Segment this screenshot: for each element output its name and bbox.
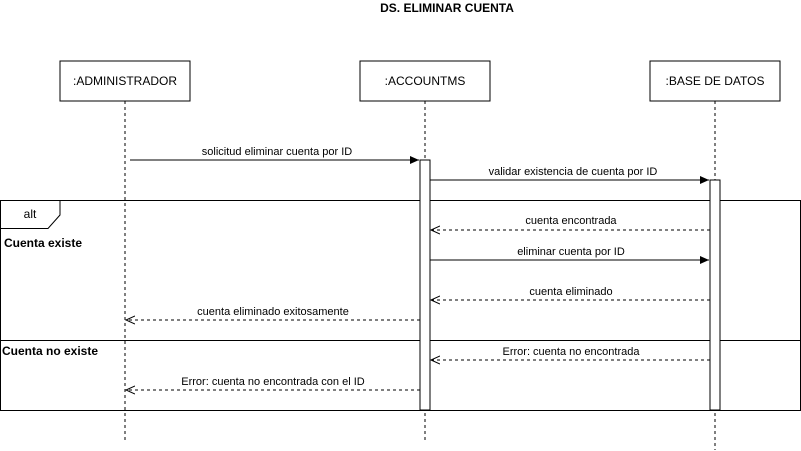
- message-eliminado-exitosamente: cuenta eliminado exitosamente: [126, 306, 420, 320]
- message-label: solicitud eliminar cuenta por ID: [202, 146, 352, 158]
- message-error-no-encontrada: Error: cuenta no encontrada: [431, 346, 710, 360]
- message-label: cuenta eliminado exitosamente: [197, 306, 349, 318]
- guard-cuenta-no-existe: Cuenta no existe: [2, 344, 98, 358]
- message-validar-existencia: validar existencia de cuenta por ID: [430, 166, 709, 184]
- message-label: eliminar cuenta por ID: [517, 246, 625, 258]
- message-error-no-encontrada-id: Error: cuenta no encontrada con el ID: [126, 376, 420, 390]
- message-label: cuenta encontrada: [525, 215, 617, 227]
- alt-fragment: alt Cuenta existe Cuenta no existe: [0, 200, 801, 411]
- alt-operator-label: alt: [24, 207, 37, 221]
- participant-accountms: :ACCOUNTMS: [359, 60, 491, 102]
- participant-administrador: :ADMINISTRADOR: [59, 60, 191, 102]
- message-label: cuenta eliminado: [529, 286, 612, 298]
- message-label: validar existencia de cuenta por ID: [489, 166, 658, 178]
- participant-administrador-label: :ADMINISTRADOR: [73, 74, 177, 88]
- message-solicitud-eliminar: solicitud eliminar cuenta por ID: [130, 146, 419, 164]
- message-label: Error: cuenta no encontrada: [503, 346, 641, 358]
- message-cuenta-encontrada: cuenta encontrada: [431, 215, 710, 230]
- message-cuenta-eliminado: cuenta eliminado: [431, 286, 710, 300]
- guard-cuenta-existe: Cuenta existe: [4, 236, 82, 250]
- participant-base-de-datos-label: :BASE DE DATOS: [666, 74, 765, 88]
- participant-accountms-label: :ACCOUNTMS: [385, 74, 466, 88]
- alt-operator-tab: [0, 200, 61, 229]
- participant-base-de-datos: :BASE DE DATOS: [649, 60, 781, 102]
- activation-base-de-datos: [709, 179, 721, 411]
- activation-accountms: [419, 159, 431, 411]
- message-label: Error: cuenta no encontrada con el ID: [181, 376, 364, 388]
- diagram-title: DS. ELIMINAR CUENTA: [380, 1, 514, 15]
- message-eliminar-cuenta: eliminar cuenta por ID: [430, 246, 709, 264]
